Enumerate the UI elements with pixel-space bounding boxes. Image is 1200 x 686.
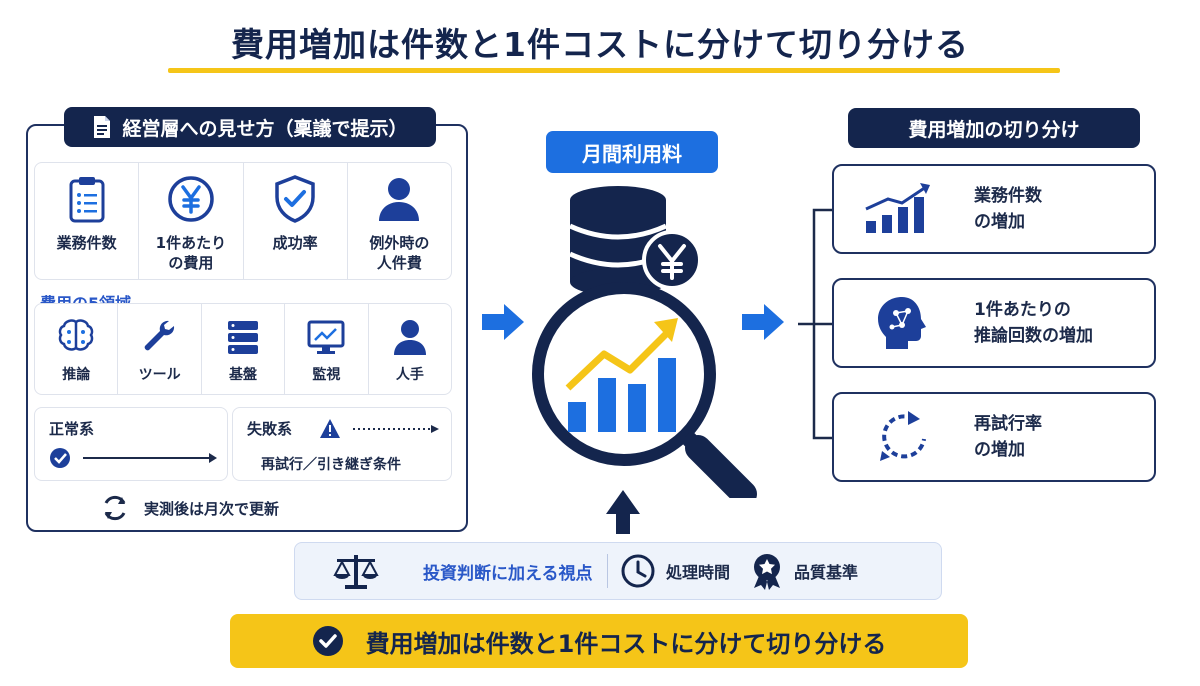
kpi-label: 例外時の 人件費 — [369, 234, 430, 273]
title-underline — [168, 68, 1060, 73]
breakdown-item-volume: 業務件数 の増加 — [832, 164, 1156, 254]
presentation-panel-header: 経営層への見せ方（稟議で提示） — [64, 107, 436, 147]
retry-icon — [880, 411, 926, 461]
kpi-row: 業務件数 1件あたり の費用 成功率 例外時の 人件費 — [34, 162, 452, 280]
database-magnifier-chart-icon — [532, 186, 757, 498]
kpi-cost-per-item: 1件あたり の費用 — [139, 163, 244, 279]
kpi-label: 業務件数 — [56, 234, 117, 252]
area-label: 基盤 — [229, 367, 258, 383]
breakdown-label: 業務件数 の増加 — [974, 185, 1042, 232]
warning-icon — [320, 419, 439, 438]
breakdown-title: 費用増加の切り分け — [908, 118, 1080, 141]
failure-flow-box: 失敗系 再試行／引き継ぎ条件 — [232, 407, 452, 481]
monthly-update-note: 実測後は月次で更新 — [100, 493, 420, 523]
area-label: 人手 — [395, 367, 424, 383]
page-title: 費用増加は件数と1件コストに分けて切り分ける — [231, 25, 969, 64]
area-label: 監視 — [312, 367, 341, 383]
breakdown-label: 1件あたりの 推論回数の増加 — [974, 299, 1093, 346]
area-tools: ツール — [118, 304, 202, 394]
bar-growth-icon — [865, 183, 930, 233]
investment-perspective-bar: 投資判断に加える視点 処理時間 品質基準 — [294, 542, 942, 600]
arrow-up-icon — [606, 490, 640, 534]
breakdown-header: 費用増加の切り分け — [848, 108, 1140, 148]
area-label: ツール — [138, 367, 181, 383]
area-infrastructure: 基盤 — [202, 304, 286, 394]
ai-head-icon — [878, 297, 926, 349]
presentation-panel-title: 経営層への見せ方（稟議で提示） — [122, 117, 408, 140]
wrench-icon — [144, 320, 174, 351]
refresh-icon — [104, 495, 126, 521]
area-labor: 人手 — [369, 304, 451, 394]
monitor-icon — [307, 320, 345, 354]
kpi-label: 成功率 — [272, 234, 318, 252]
failure-flow-title: 失敗系 — [247, 420, 293, 438]
normal-flow-box: 正常系 — [34, 407, 228, 481]
kpi-label: 1件あたり の費用 — [155, 234, 227, 273]
award-icon — [754, 554, 781, 590]
breakdown-label: 再試行率 の増加 — [974, 413, 1042, 460]
clock-icon — [621, 554, 655, 588]
server-icon — [228, 321, 259, 354]
area-monitoring: 監視 — [285, 304, 369, 394]
check-circle-icon — [312, 626, 343, 656]
person-icon — [379, 178, 420, 221]
yen-icon — [168, 176, 214, 222]
person-icon — [393, 320, 426, 355]
kpi-exception-labor: 例外時の 人件費 — [348, 163, 451, 279]
area-label: 推論 — [62, 367, 91, 383]
brain-icon — [58, 319, 94, 351]
arrow-right-icon — [742, 304, 784, 340]
normal-flow-title: 正常系 — [49, 420, 95, 438]
breakdown-item-retry-rate: 再試行率 の増加 — [832, 392, 1156, 482]
monthly-update-text: 実測後は月次で更新 — [144, 499, 280, 518]
divider — [606, 554, 608, 588]
arrow-right-icon — [482, 304, 524, 340]
bracket-connector — [798, 208, 834, 440]
shield-check-icon — [275, 175, 315, 223]
failure-flow-note: 再試行／引き継ぎ条件 — [261, 457, 401, 473]
kpi-success-rate: 成功率 — [244, 163, 348, 279]
scale-icon — [333, 555, 379, 589]
area-inference: 推論 — [35, 304, 119, 394]
clipboard-icon — [69, 177, 105, 223]
perspective-item: 処理時間 — [666, 563, 731, 582]
breakdown-item-inference-count: 1件あたりの 推論回数の増加 — [832, 278, 1156, 368]
monthly-fee-label: 月間利用料 — [546, 131, 718, 173]
check-circle-icon — [50, 448, 217, 468]
perspective-main-text: 投資判断に加える視点 — [423, 563, 593, 584]
perspective-item: 品質基準 — [794, 563, 859, 582]
kpi-business-count: 業務件数 — [35, 163, 140, 279]
conclusion-text: 費用増加は件数と1件コストに分けて切り分ける — [365, 629, 887, 658]
document-icon — [94, 116, 111, 138]
five-areas-row: 推論 ツール 基盤 監視 人手 — [34, 303, 452, 395]
conclusion-bar: 費用増加は件数と1件コストに分けて切り分ける — [230, 614, 968, 668]
